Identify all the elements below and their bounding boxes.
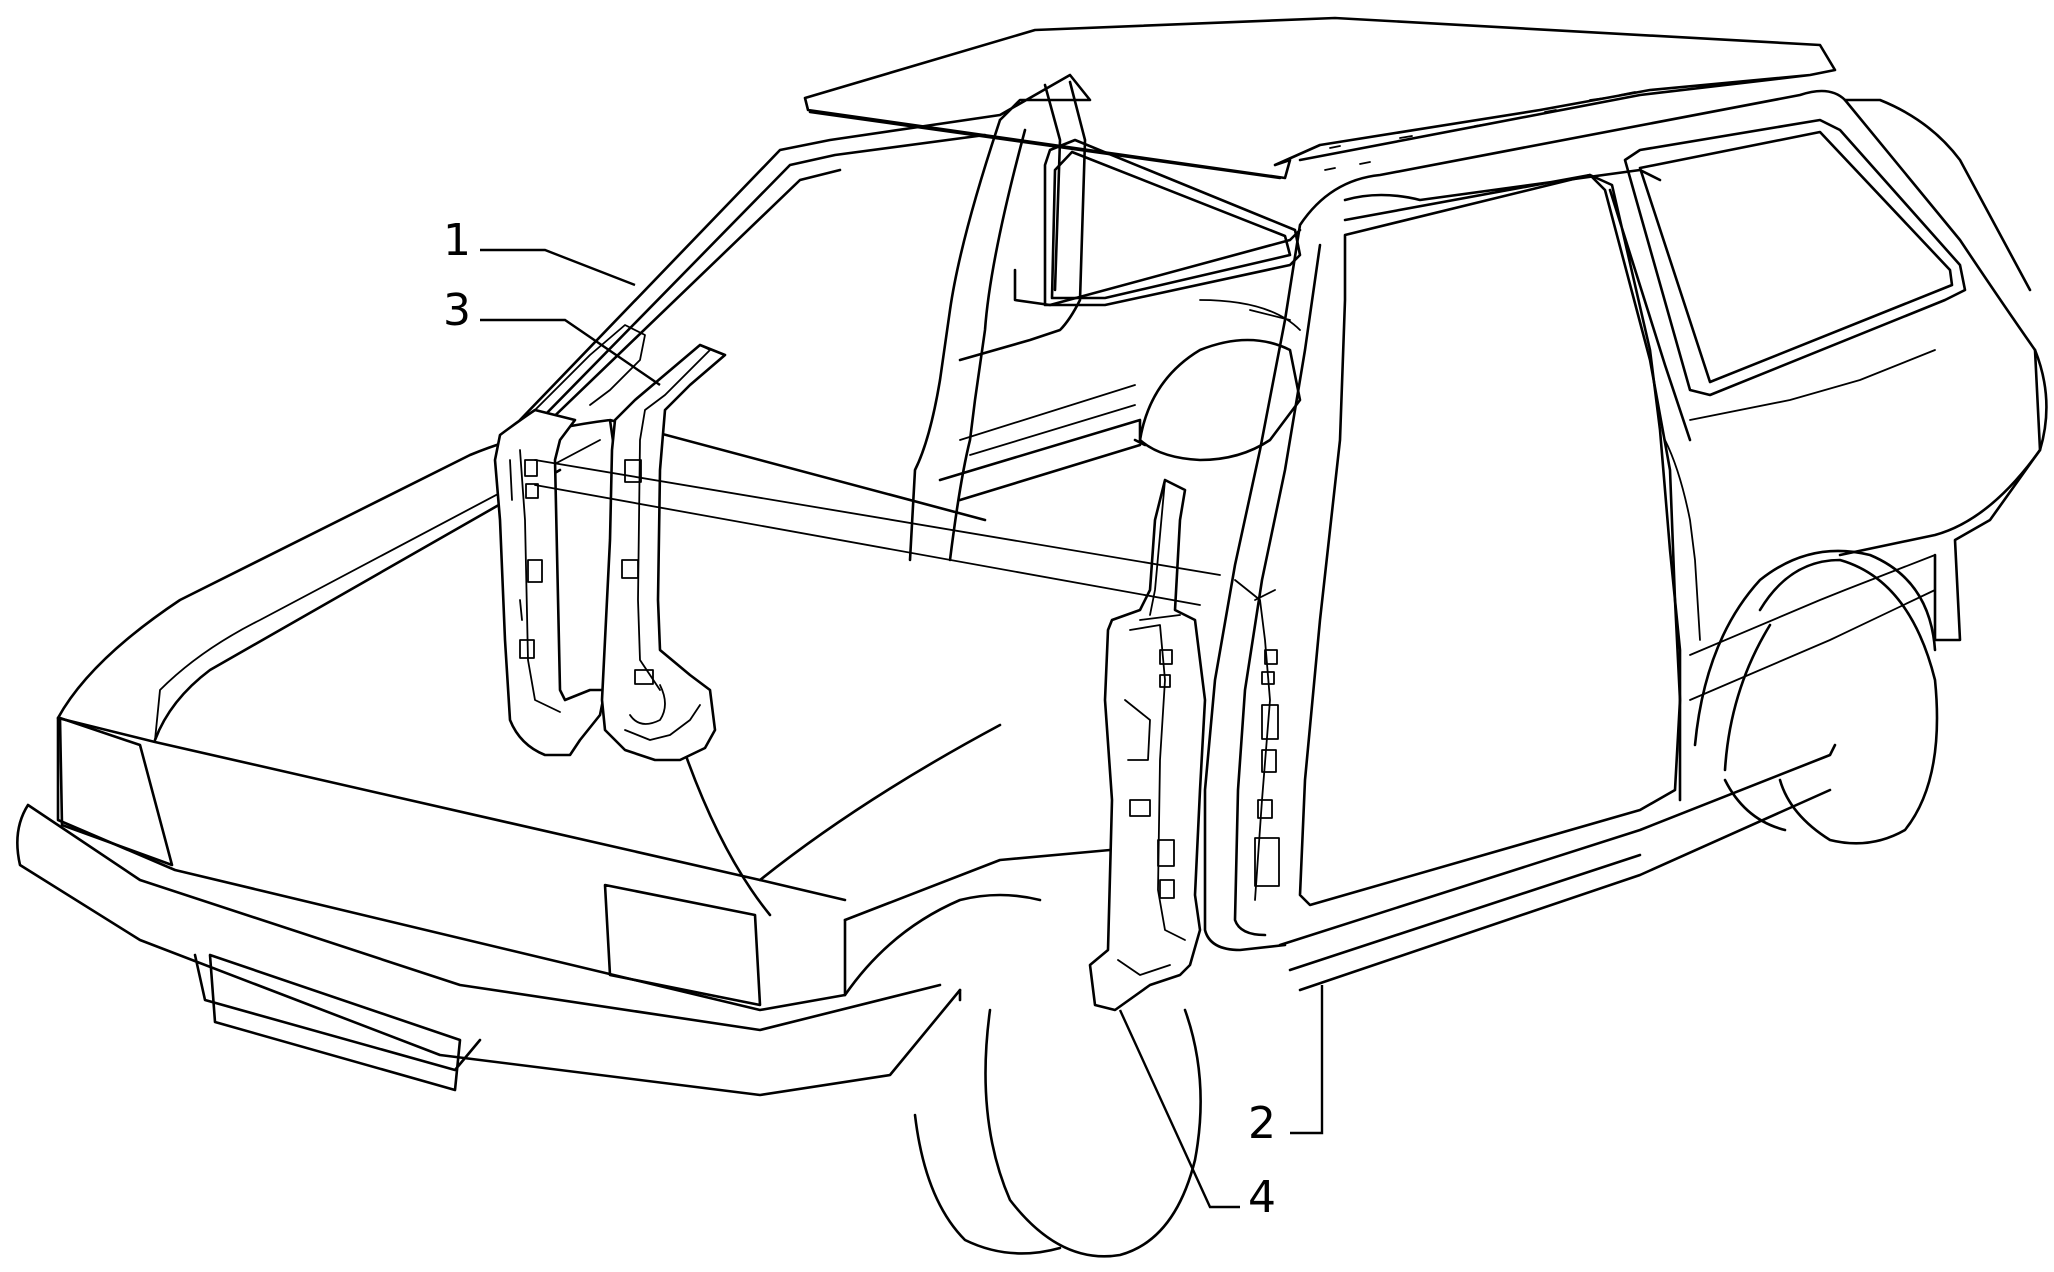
callout-1-label: 1 xyxy=(443,215,471,266)
far-wheel-arch xyxy=(938,338,1302,502)
near-side-body xyxy=(1203,89,2042,952)
front-wheel xyxy=(913,1008,1202,1258)
body-molding xyxy=(1664,349,1936,701)
callout-4: 4 xyxy=(1118,1009,1276,1223)
callout-1: 1 xyxy=(443,215,636,287)
explosion-line-upper xyxy=(534,459,1221,576)
windshield-frame xyxy=(518,73,1092,432)
right-headlamp xyxy=(603,883,762,1007)
front-fender xyxy=(843,848,1112,1002)
callout-1-leader xyxy=(480,248,636,287)
roof-slots xyxy=(1324,91,1636,171)
callout-4-leader xyxy=(1118,1009,1240,1209)
roof-panel xyxy=(803,16,1837,180)
near-side-sill xyxy=(1278,743,1837,992)
front-fascia xyxy=(56,716,847,1012)
left-headlamp xyxy=(58,716,174,867)
explosion-lines xyxy=(534,459,1221,606)
near-quarter-window xyxy=(1623,118,1967,397)
hood xyxy=(56,418,1002,917)
explosion-line-lower xyxy=(534,484,1201,606)
callout-3-leader xyxy=(480,318,661,386)
part-4-b-pillar-inner xyxy=(1088,478,1207,1012)
near-door-opening xyxy=(1298,173,1682,907)
car-body xyxy=(16,16,2048,1258)
far-quarter-window xyxy=(1043,138,1302,307)
part-1-a-pillar-outer xyxy=(493,324,646,757)
callout-3: 3 xyxy=(443,285,661,386)
rear-wheel xyxy=(1723,558,1939,845)
rear-wheel-arch xyxy=(1693,549,1937,772)
callout-2-leader xyxy=(1290,985,1324,1135)
rear-end xyxy=(1843,98,2048,642)
far-inner-panel xyxy=(959,299,1301,456)
part-2-b-pillar-outer xyxy=(1234,579,1280,901)
callout-4-label: 4 xyxy=(1248,1172,1276,1223)
hood-crease xyxy=(154,439,601,741)
callout-2-label: 2 xyxy=(1248,1098,1276,1149)
part-3-a-pillar-inner xyxy=(600,343,727,762)
license-plate xyxy=(208,953,462,1092)
far-side-door-frame xyxy=(908,80,1302,562)
callout-3-label: 3 xyxy=(443,285,471,336)
front-bumper xyxy=(16,803,962,1097)
callout-2: 2 xyxy=(1248,985,1324,1149)
